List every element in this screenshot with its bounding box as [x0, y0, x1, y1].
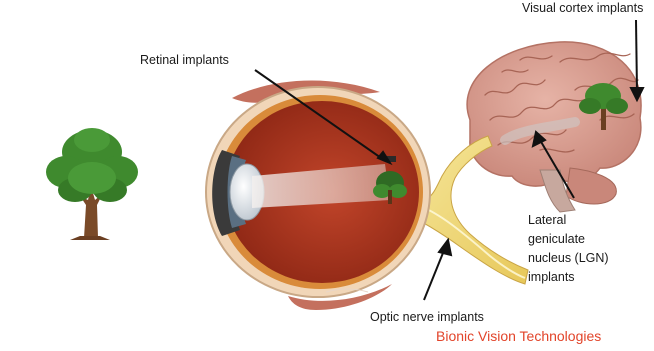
cortex-pointer-line — [636, 20, 637, 92]
optic-nerve-implants-label: Optic nerve implants — [370, 310, 484, 324]
brain-illustration — [467, 42, 641, 212]
lgn-label-line-1: Lateral — [528, 213, 566, 227]
caption-bionic-vision: Bionic Vision Technologies — [436, 328, 601, 344]
retinal-implants-label: Retinal implants — [140, 53, 229, 67]
optic-pointer-line — [424, 248, 445, 300]
lgn-label-line-4: implants — [528, 270, 575, 284]
lgn-implants-label: Lateral geniculate nucleus (LGN) implant… — [528, 213, 609, 284]
lgn-label-line-2: geniculate — [528, 232, 585, 246]
tree-icon — [46, 128, 138, 240]
visual-cortex-implants-label: Visual cortex implants — [522, 1, 643, 15]
optic-pointer-arrowhead — [439, 240, 451, 255]
lgn-label-line-3: nucleus (LGN) — [528, 251, 609, 265]
